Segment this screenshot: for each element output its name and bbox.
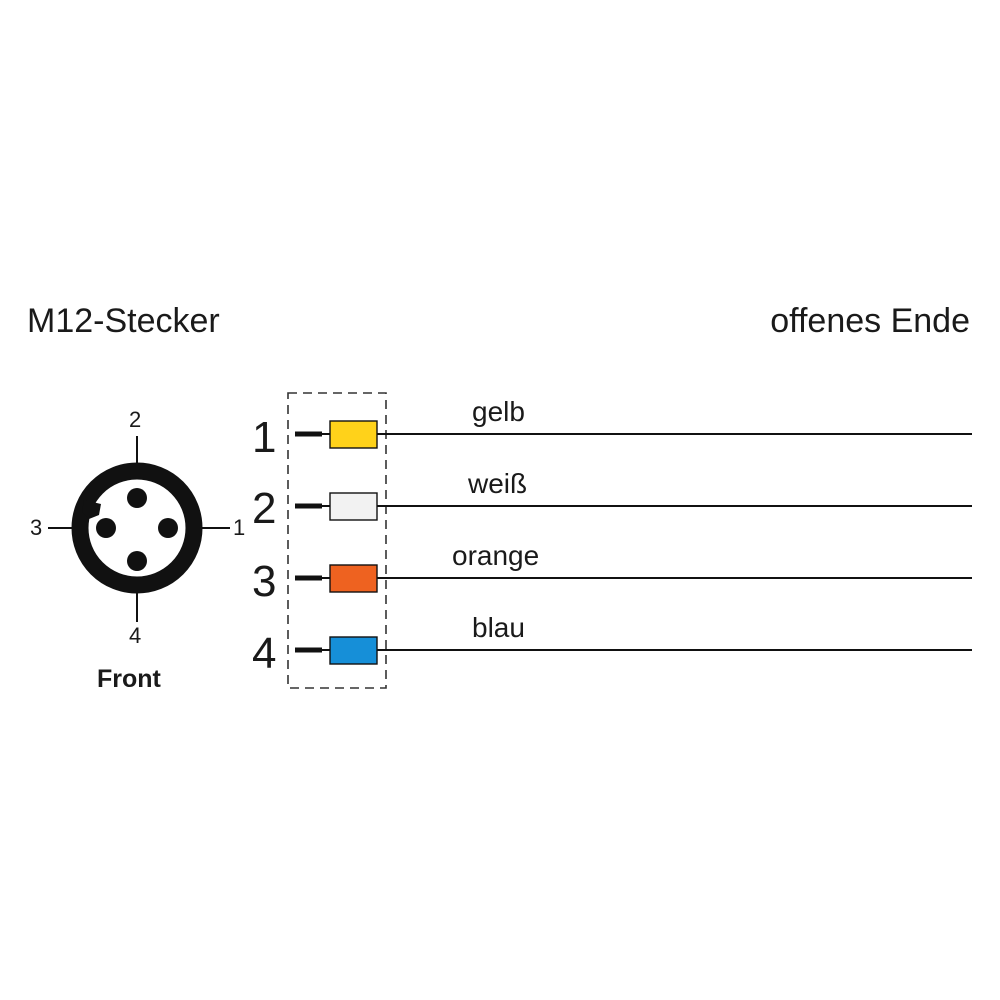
- pin-4-contact: [127, 551, 147, 571]
- front-view-label: Front: [97, 665, 161, 693]
- wire-1-color-label: gelb: [472, 396, 525, 427]
- wire-4-pin-number: 4: [252, 629, 277, 678]
- wire-4-ferrule: [329, 636, 378, 665]
- wire-1: [295, 420, 972, 449]
- connector-side-title: M12-Stecker: [27, 302, 220, 340]
- wire-2-pin-number: 2: [252, 484, 277, 533]
- pin-label-1: 1: [233, 515, 246, 540]
- wire-1-ferrule: [329, 420, 378, 449]
- pin-label-4: 4: [129, 623, 142, 648]
- ferrule-group-box: [287, 392, 387, 689]
- open-end-title: offenes Ende: [770, 302, 970, 340]
- pin-2-contact: [127, 488, 147, 508]
- connector-ring: [71, 462, 203, 594]
- wire-1-pin-number: 1: [252, 413, 277, 462]
- wire-3-color-label: orange: [452, 540, 540, 571]
- pin-label-3: 3: [30, 515, 43, 540]
- wire-3-ferrule: [329, 564, 378, 593]
- pin-3-contact: [96, 518, 116, 538]
- wire-2-ferrule: [329, 492, 378, 521]
- wire-4-color-label: blau: [472, 612, 525, 643]
- wire-3: [295, 564, 972, 593]
- pin-1-contact: [158, 518, 178, 538]
- wire-4: [295, 636, 972, 665]
- m12-connector-front: [48, 436, 230, 622]
- wire-2: [295, 492, 972, 521]
- wire-3-pin-number: 3: [252, 557, 277, 606]
- pin-label-2: 2: [129, 407, 142, 432]
- wire-2-color-label: weiß: [468, 468, 528, 499]
- coding-key: [82, 500, 101, 519]
